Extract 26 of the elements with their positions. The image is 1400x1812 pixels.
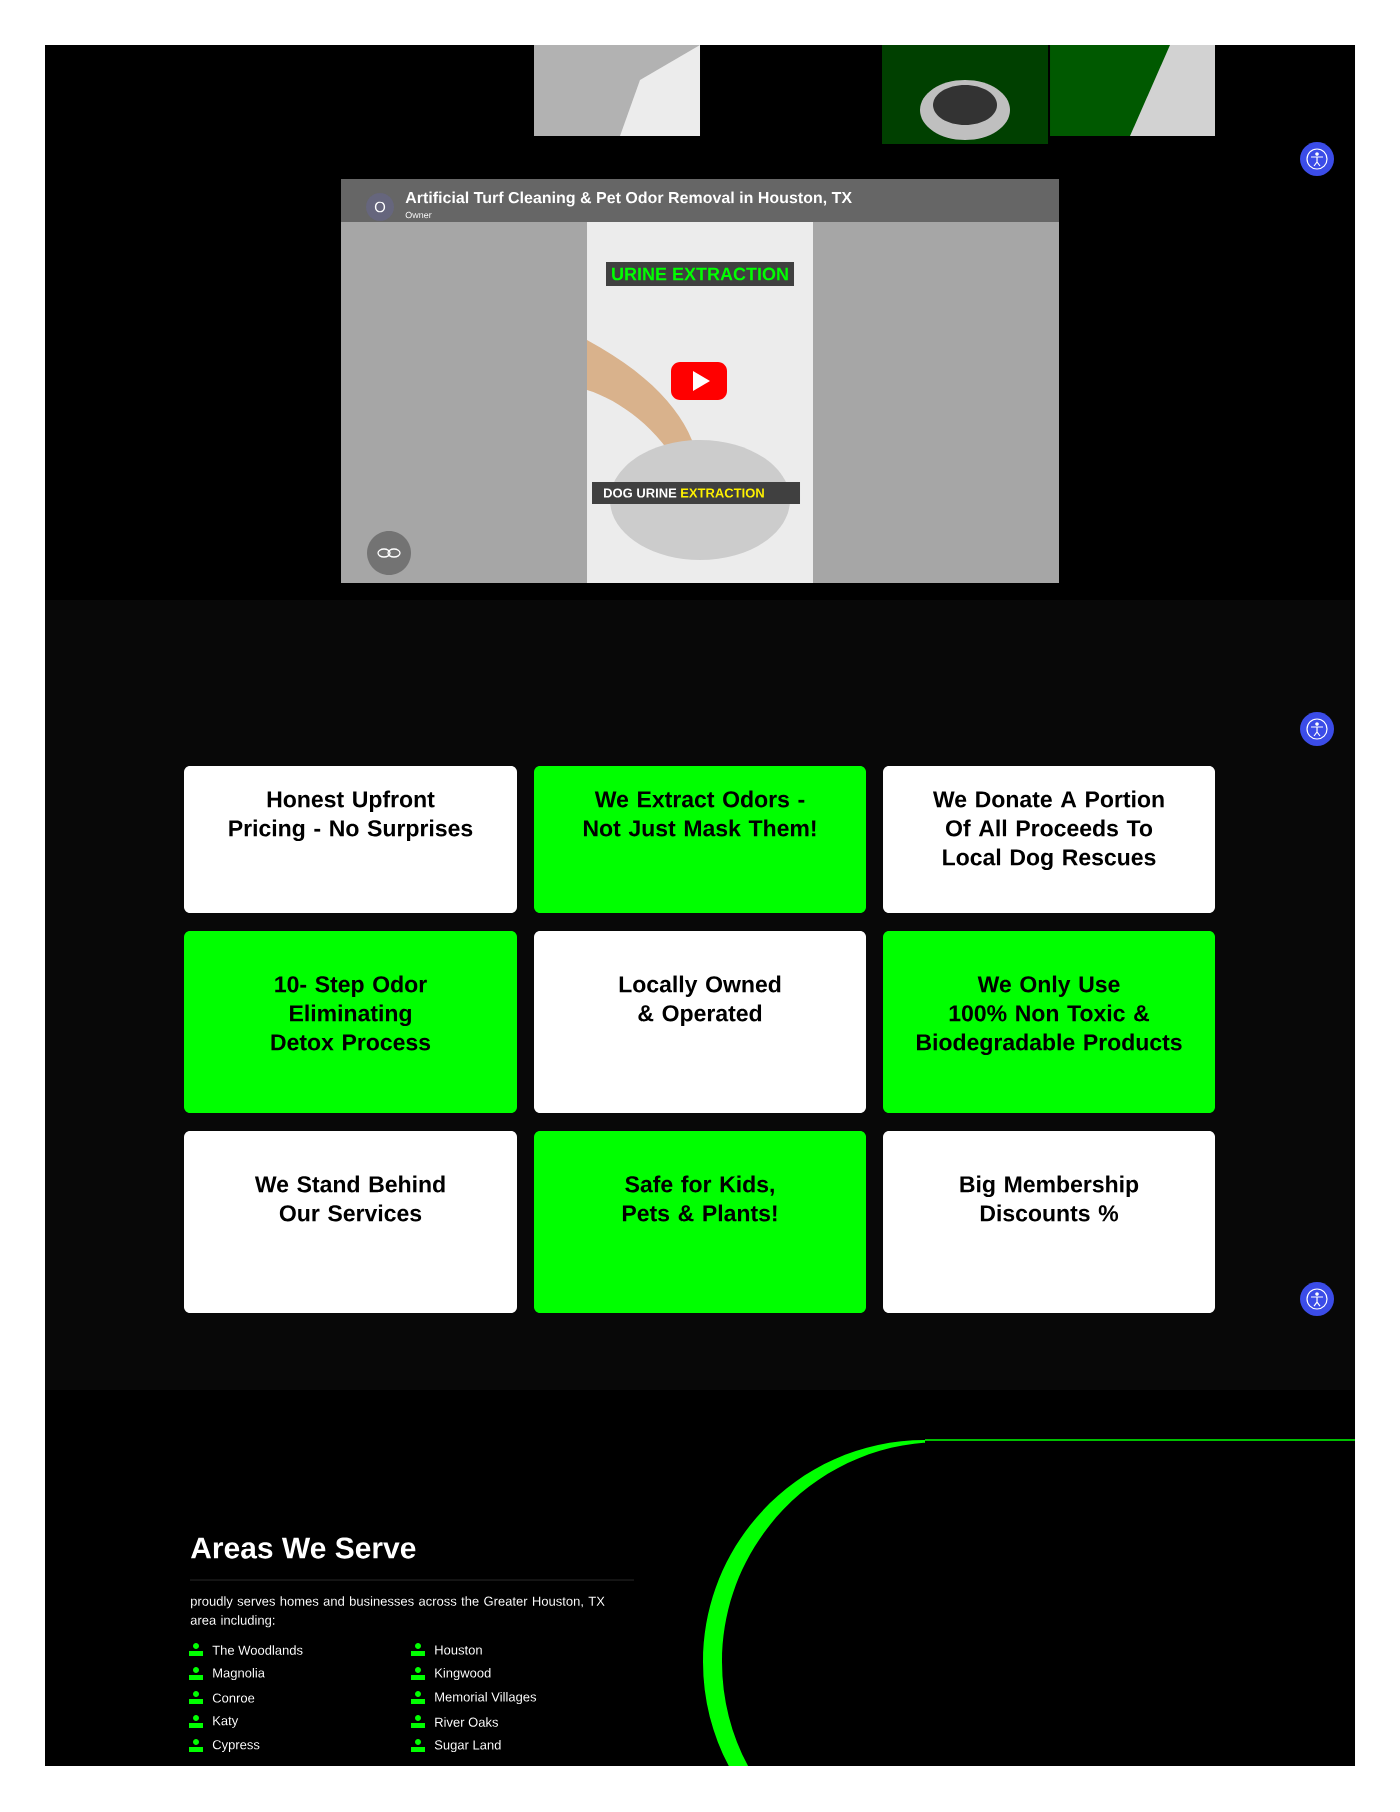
feature-card: Safe for Kids, Pets & Plants! (534, 1131, 866, 1313)
area-name: Kingwood (435, 1667, 491, 1681)
area-name: Sugar Land (434, 1739, 501, 1753)
overlay-caption: URINE EXTRACTION (612, 267, 788, 281)
feature-card: 10- Step Odor Eliminating Detox Process (184, 931, 517, 1113)
area-name: Houston (435, 1645, 482, 1655)
area-name: Conroe (212, 1693, 255, 1703)
area-name: Katy (213, 1716, 239, 1728)
video-title: Artificial Turf Cleaning & Pet Odor Removal in Houston, TX (405, 191, 852, 207)
feature-card: We Extract Odors - Not Just Mask Them! (534, 766, 866, 913)
area-name: River Oaks (435, 1717, 498, 1727)
overlay-caption: EXTRACTION (681, 488, 764, 498)
area-name: Cypress (212, 1740, 260, 1752)
feature-card: We Only Use 100% Non Toxic & Biodegradable Products (883, 931, 1215, 1113)
intro-paragraph: proudly serves homes and businesses across the Greater Houston, TX area including: (190, 1596, 605, 1628)
area-name: The Woodlands (212, 1645, 303, 1655)
area-name: Magnolia (213, 1667, 265, 1681)
area-name: Memorial Villages (435, 1691, 537, 1705)
feature-card: We Donate A Portion Of All Proceeds To Local Dog Rescues (883, 766, 1215, 913)
section-heading: Areas We Serve (190, 1537, 416, 1559)
channel-label: Owner (405, 211, 432, 219)
feature-card: We Stand Behind Our Services (184, 1131, 517, 1313)
feature-card: Locally Owned & Operated (534, 931, 866, 1113)
overlay-caption: DOG URINE (604, 488, 677, 498)
feature-card: Big Membership Discounts % (883, 1131, 1215, 1313)
feature-card: Honest Upfront Pricing - No Surprises (184, 766, 517, 913)
